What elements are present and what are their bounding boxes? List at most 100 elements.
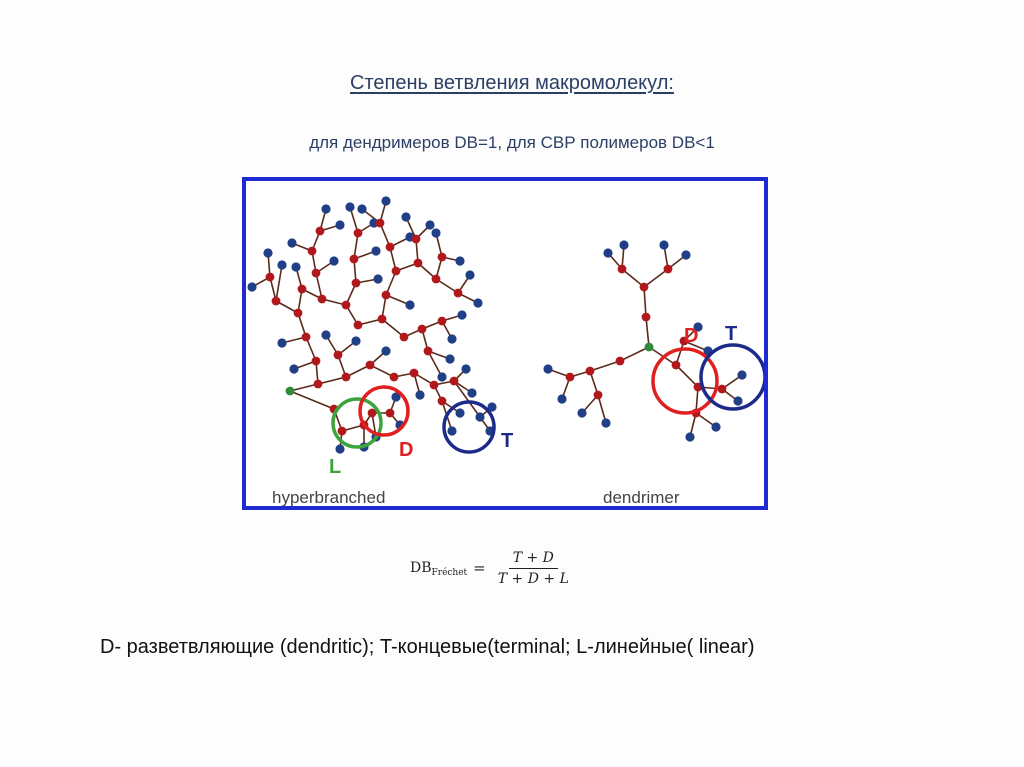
- terminal-unit: [455, 408, 465, 418]
- formula-lhs-subscript: Fréchet: [431, 568, 468, 578]
- terminal-unit: [371, 246, 381, 256]
- terminal-unit: [329, 256, 339, 266]
- terminal-unit: [291, 262, 301, 272]
- bond-line: [369, 364, 395, 378]
- terminal-unit: [737, 370, 747, 380]
- terminal-unit: [391, 392, 401, 402]
- slide-subtitle: для дендримеров DB=1, для СВР полимеров …: [309, 133, 715, 152]
- terminal-unit: [445, 354, 455, 364]
- dendritic-unit: [423, 346, 433, 356]
- dendritic-unit: [429, 380, 439, 390]
- dendritic-unit: [297, 284, 307, 294]
- dendritic-unit: [311, 356, 321, 366]
- terminal-unit: [475, 412, 485, 422]
- dendritic-unit: [341, 300, 351, 310]
- terminal-unit: [373, 274, 383, 284]
- dendrimer-dendritic-circle: [651, 347, 719, 415]
- db-formula: DB Fréchet = T + D T + D + L: [410, 544, 573, 592]
- terminal-unit: [487, 402, 497, 412]
- dendritic-unit: [671, 360, 681, 370]
- terminal-unit: [289, 364, 299, 374]
- bond-line: [289, 390, 335, 410]
- dendritic-unit: [333, 350, 343, 360]
- dendrimer-label-D: D: [684, 325, 698, 347]
- dendrimer-label-T: T: [725, 323, 737, 345]
- dendritic-unit: [337, 426, 347, 436]
- dendritic-unit: [615, 356, 625, 366]
- dendritic-unit: [409, 368, 419, 378]
- dendritic-unit: [307, 246, 317, 256]
- dendritic-unit: [353, 320, 363, 330]
- dendritic-unit: [351, 278, 361, 288]
- dendritic-unit: [271, 296, 281, 306]
- dendritic-unit: [437, 396, 447, 406]
- dendritic-unit: [617, 264, 627, 274]
- dendritic-unit: [367, 408, 377, 418]
- bond-line: [643, 286, 647, 318]
- terminal-unit: [345, 202, 355, 212]
- terminal-unit: [287, 238, 297, 248]
- dendritic-unit: [399, 332, 409, 342]
- bond-line: [645, 316, 650, 348]
- label-D: D: [399, 439, 413, 461]
- dendritic-unit: [585, 366, 595, 376]
- bond-line: [427, 350, 443, 378]
- terminal-unit: [465, 270, 475, 280]
- slide-title: Степень ветвления макромолекул:: [350, 72, 674, 94]
- terminal-unit: [659, 240, 669, 250]
- dendritic-unit: [265, 272, 275, 282]
- legend-caption: D- разветвляющие (dendritic); T-концевые…: [100, 636, 755, 658]
- dendritic-unit: [437, 316, 447, 326]
- formula-fraction: T + D T + D + L: [494, 550, 573, 587]
- terminal-unit: [681, 250, 691, 260]
- dendritic-highlight-circle: [358, 385, 410, 437]
- terminal-unit: [431, 228, 441, 238]
- dendritic-unit: [353, 228, 363, 238]
- terminal-unit: [425, 220, 435, 230]
- terminal-unit: [381, 346, 391, 356]
- terminal-unit: [351, 336, 361, 346]
- terminal-unit: [437, 372, 447, 382]
- bond-line: [643, 268, 669, 288]
- dendritic-unit: [413, 258, 423, 268]
- terminal-unit: [467, 388, 477, 398]
- formula-equals: =: [473, 559, 486, 577]
- dendritic-unit: [313, 379, 323, 389]
- terminal-unit: [381, 196, 391, 206]
- terminal-unit: [357, 204, 367, 214]
- terminal-unit: [277, 260, 287, 270]
- terminal-unit: [415, 390, 425, 400]
- terminal-unit: [263, 248, 273, 258]
- dendritic-unit: [381, 290, 391, 300]
- terminal-unit: [543, 364, 553, 374]
- terminal-unit: [321, 330, 331, 340]
- dendritic-unit: [375, 218, 385, 228]
- bond-line: [619, 346, 650, 362]
- dendritic-unit: [565, 372, 575, 382]
- terminal-unit: [405, 300, 415, 310]
- dendritic-unit: [431, 274, 441, 284]
- terminal-unit: [247, 282, 257, 292]
- bond-line: [597, 394, 607, 424]
- bond-line: [289, 383, 319, 392]
- dendritic-unit: [389, 372, 399, 382]
- dendritic-unit: [593, 390, 603, 400]
- dendritic-unit: [663, 264, 673, 274]
- terminal-unit: [473, 298, 483, 308]
- dendritic-unit: [311, 268, 321, 278]
- terminal-unit: [447, 334, 457, 344]
- terminal-unit: [335, 444, 345, 454]
- dendritic-unit: [385, 242, 395, 252]
- formula-denominator: T + D + L: [497, 570, 569, 587]
- terminal-unit: [603, 248, 613, 258]
- dendritic-unit: [385, 408, 395, 418]
- terminal-unit: [601, 418, 611, 428]
- dendritic-unit: [411, 234, 421, 244]
- dendrimer-terminal-circle: [699, 343, 764, 411]
- dendrimer-label: dendrimer: [603, 488, 680, 506]
- bond-line: [453, 380, 481, 418]
- dendritic-unit: [301, 332, 311, 342]
- dendritic-unit: [449, 376, 459, 386]
- terminal-unit: [619, 240, 629, 250]
- dendritic-unit: [453, 288, 463, 298]
